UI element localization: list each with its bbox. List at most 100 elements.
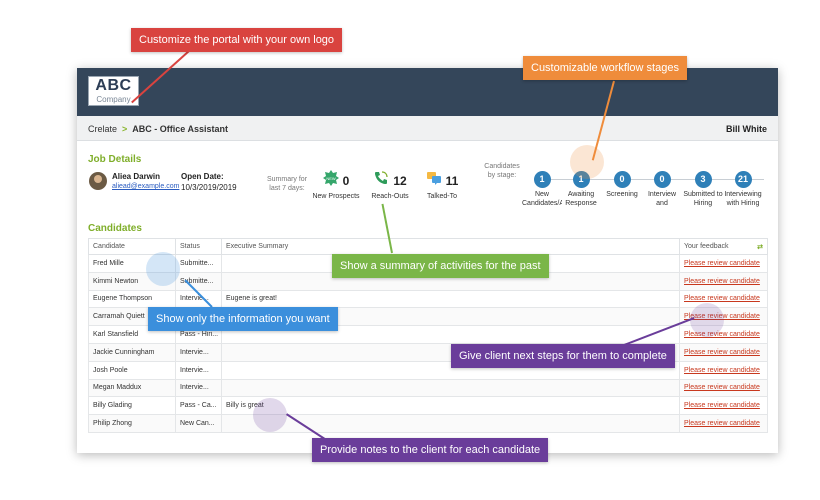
next-steps-highlight-halo <box>690 303 724 337</box>
stage-submitted-to-hiring[interactable]: 3 Submitted to Hiring <box>683 171 723 208</box>
stage-label: Submitted to Hiring <box>683 191 723 207</box>
breadcrumb: Crelate>ABC - Office Assistant <box>88 124 228 134</box>
talked-to-label: Talked-To <box>427 193 457 200</box>
candidates-heading: Candidates <box>88 223 142 234</box>
candidate-name-cell: Kimmi Newton <box>88 271 176 291</box>
candidate-name-cell: Philip Zhong <box>88 414 176 433</box>
review-candidate-link[interactable]: Please review candidate <box>684 313 760 321</box>
column-header-executive-summary[interactable]: Executive Summary <box>221 238 680 255</box>
status-cell: Intervie... <box>175 360 222 380</box>
refresh-icon[interactable]: ⇄ <box>757 243 763 251</box>
status-cell: New Can... <box>175 414 222 433</box>
callout-workflow-stages: Customizable workflow stages <box>523 56 687 80</box>
feedback-cell: Please review candidate <box>679 254 768 273</box>
new-prospects-count: 0 <box>342 173 350 188</box>
chat-bubbles-icon <box>426 170 442 191</box>
svg-text:NEW: NEW <box>326 176 336 181</box>
stage-screening[interactable]: 0 Screening <box>602 171 642 199</box>
candidate-name-cell: Megan Maddux <box>88 378 176 398</box>
feedback-cell: Please review candidate <box>679 271 768 291</box>
callout-show-information: Show only the information you want <box>148 307 338 331</box>
callout-next-steps: Give client next steps for them to compl… <box>451 344 675 368</box>
job-details-heading: Job Details <box>88 154 142 165</box>
stage-label: Interviewing with Hiring <box>724 191 762 207</box>
stage-label: Interview and <box>647 191 676 207</box>
feedback-cell: Please review candidate <box>679 378 768 398</box>
client-email-link[interactable]: aliead@example.com <box>112 183 180 190</box>
stat-talked-to: 11 Talked-To <box>421 170 463 200</box>
status-cell: Submitte... <box>175 271 222 291</box>
feedback-header-label: Your feedback <box>684 242 729 250</box>
review-candidate-link[interactable]: Please review candidate <box>684 348 760 356</box>
feedback-cell: Please review candidate <box>679 360 768 380</box>
workflow-highlight-halo <box>570 145 604 179</box>
information-highlight-halo <box>146 252 180 286</box>
review-candidate-link[interactable]: Please review candidate <box>684 366 760 374</box>
talked-to-count: 11 <box>445 173 459 188</box>
review-candidate-link[interactable]: Please review candidate <box>684 259 760 267</box>
breadcrumb-root[interactable]: Crelate <box>88 124 118 134</box>
stage-count: 1 <box>572 171 590 188</box>
phone-icon <box>373 170 389 191</box>
review-candidate-link[interactable]: Please review candidate <box>684 295 760 303</box>
stage-connector-line <box>539 179 764 180</box>
callout-notes: Provide notes to the client for each can… <box>312 438 549 462</box>
stage-label: Screening <box>606 191 638 198</box>
candidate-name-cell: Billy Glading <box>88 396 176 416</box>
feedback-cell: Please review candidate <box>679 414 768 433</box>
open-date-value: 10/3/2019/2019 <box>181 183 237 192</box>
candidate-name-cell: Fred Mille <box>88 254 176 273</box>
executive-summary-cell[interactable] <box>221 414 680 433</box>
feedback-cell: Please review candidate <box>679 342 768 362</box>
stage-label: New Candidates/A <box>522 191 562 207</box>
new-prospects-label: New Prospects <box>312 193 360 200</box>
column-header-feedback[interactable]: Your feedback ⇄ <box>679 238 768 255</box>
review-candidate-link[interactable]: Please review candidate <box>684 277 760 285</box>
open-date-label: Open Date: <box>181 172 224 181</box>
user-name[interactable]: Bill White <box>726 124 767 134</box>
candidate-name-cell: Josh Poole <box>88 360 176 380</box>
stage-count: 1 <box>533 171 551 188</box>
notes-highlight-halo <box>253 398 287 432</box>
client-name: Aliea Darwin <box>112 172 161 181</box>
table-header-row: Candidate Status Executive Summary Your … <box>88 238 768 255</box>
executive-summary-cell[interactable] <box>221 378 680 398</box>
status-cell: Submitte... <box>175 254 222 273</box>
feedback-cell: Please review candidate <box>679 325 768 344</box>
stage-count: 21 <box>734 171 752 188</box>
breadcrumb-separator: > <box>122 124 128 134</box>
column-header-status[interactable]: Status <box>175 238 222 255</box>
status-cell: Intervie... <box>175 378 222 398</box>
executive-summary-cell[interactable]: Billy is great <box>221 396 680 416</box>
candidate-name-cell: Jackie Cunningham <box>88 342 176 362</box>
feedback-cell: Please review candidate <box>679 289 768 309</box>
review-candidate-link[interactable]: Please review candidate <box>684 420 760 428</box>
stage-awaiting-response[interactable]: 1 Awaiting Response <box>561 171 601 208</box>
callout-customize-logo: Customize the portal with your own logo <box>131 28 343 52</box>
candidate-name-cell: Eugene Thompson <box>88 289 176 309</box>
logo-text: ABC <box>95 77 132 94</box>
stage-count: 3 <box>694 171 712 188</box>
stage-count: 0 <box>653 171 671 188</box>
stage-count: 0 <box>613 171 631 188</box>
review-candidate-link[interactable]: Please review candidate <box>684 384 760 392</box>
stage-interview[interactable]: 0 Interview and <box>642 171 682 208</box>
reach-outs-label: Reach-Outs <box>371 193 409 200</box>
new-badge-icon: NEW <box>322 170 339 191</box>
stages-label: Candidates by stage: <box>484 163 520 179</box>
status-cell: Pass - Ca... <box>175 396 222 416</box>
stage-interviewing-with-hiring[interactable]: 21 Interviewing with Hiring <box>722 171 764 208</box>
company-logo[interactable]: ABC Company <box>88 76 139 106</box>
review-candidate-link[interactable]: Please review candidate <box>684 402 760 410</box>
feedback-cell: Please review candidate <box>679 396 768 416</box>
executive-summary-cell[interactable]: Eugene is great! <box>221 289 680 309</box>
column-header-candidate[interactable]: Candidate <box>88 238 176 255</box>
stage-new-candidates[interactable]: 1 New Candidates/A <box>522 171 562 208</box>
logo-subtext: Company <box>96 95 131 104</box>
review-candidate-link[interactable]: Please review candidate <box>684 331 760 339</box>
